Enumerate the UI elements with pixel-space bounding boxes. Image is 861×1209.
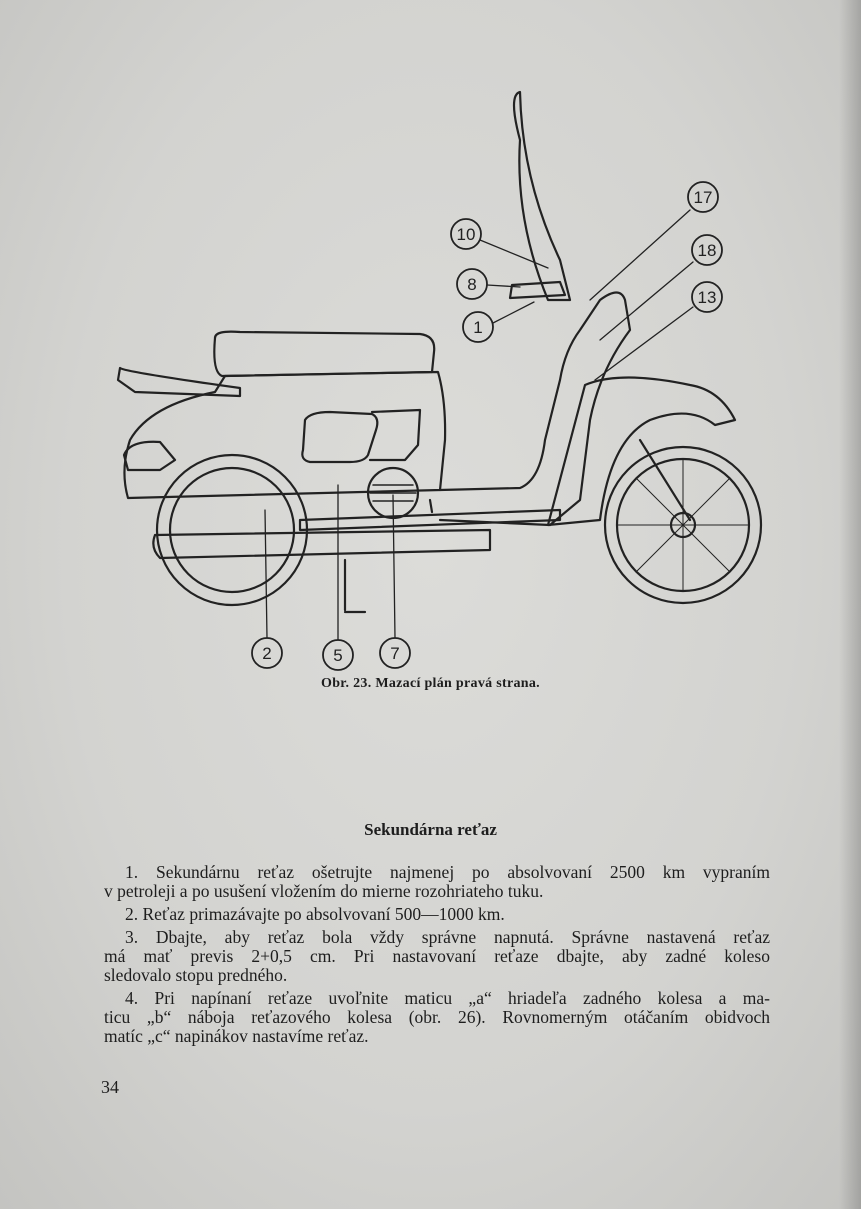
section-body: 1. Sekundárnu reťaz ošetrujte najmenej p…	[104, 863, 770, 1046]
page-number: 34	[101, 1077, 119, 1097]
figure-caption: Obr. 23. Mazací plán pravá strana.	[321, 676, 540, 691]
text-line: ticu „b“ náboja reťazového kolesa (obr. …	[104, 1007, 770, 1027]
text-line: 2. Reťaz primazávajte po absolvovaní 500…	[125, 904, 505, 924]
text-line: sledovalo stopu predného.	[104, 965, 288, 985]
text-line: matíc „c“ napinákov nastavíme reťaz.	[104, 1026, 369, 1046]
callout-17: 17	[694, 188, 713, 207]
front-wheel	[603, 445, 763, 605]
leader-lines	[264, 209, 694, 641]
callout-13: 13	[698, 288, 717, 307]
callout-5: 5	[333, 646, 342, 665]
scooter-lubrication-diagram: 10 8 1 17 18 13 2 5 7	[116, 90, 763, 671]
text-line: v petroleji a po usušení vložením do mie…	[104, 881, 544, 901]
callout-18: 18	[698, 241, 717, 260]
page-edge-shadow	[839, 0, 861, 1209]
callout-1: 1	[473, 318, 482, 337]
callout-7: 7	[390, 644, 399, 663]
text-line: 4. Pri napínaní reťaze uvoľnite maticu „…	[125, 988, 770, 1008]
text-line: 1. Sekundárnu reťaz ošetrujte najmenej p…	[125, 862, 770, 882]
scooter-body	[116, 90, 737, 614]
text-line: má mať previs 2+0,5 cm. Pri nastavovaní …	[104, 946, 770, 966]
callout-markers: 10 8 1 17 18 13 2 5 7	[251, 181, 723, 671]
rear-wheel	[155, 453, 309, 607]
text-line: 3. Dbajte, aby reťaz bola vždy správne n…	[125, 927, 770, 947]
callout-2: 2	[262, 644, 271, 663]
section-heading: Sekundárna reťaz	[364, 820, 497, 839]
callout-10: 10	[457, 225, 476, 244]
callout-8: 8	[467, 275, 476, 294]
